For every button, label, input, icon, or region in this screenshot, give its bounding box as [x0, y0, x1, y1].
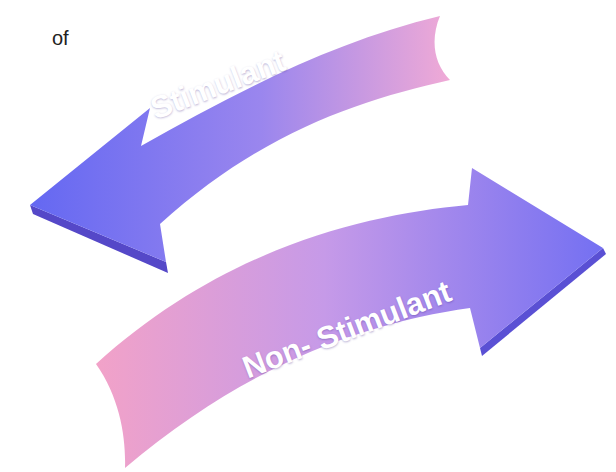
- text-fragment: of: [52, 27, 69, 50]
- curved-arrow: Non- Stimulant: [85, 165, 610, 472]
